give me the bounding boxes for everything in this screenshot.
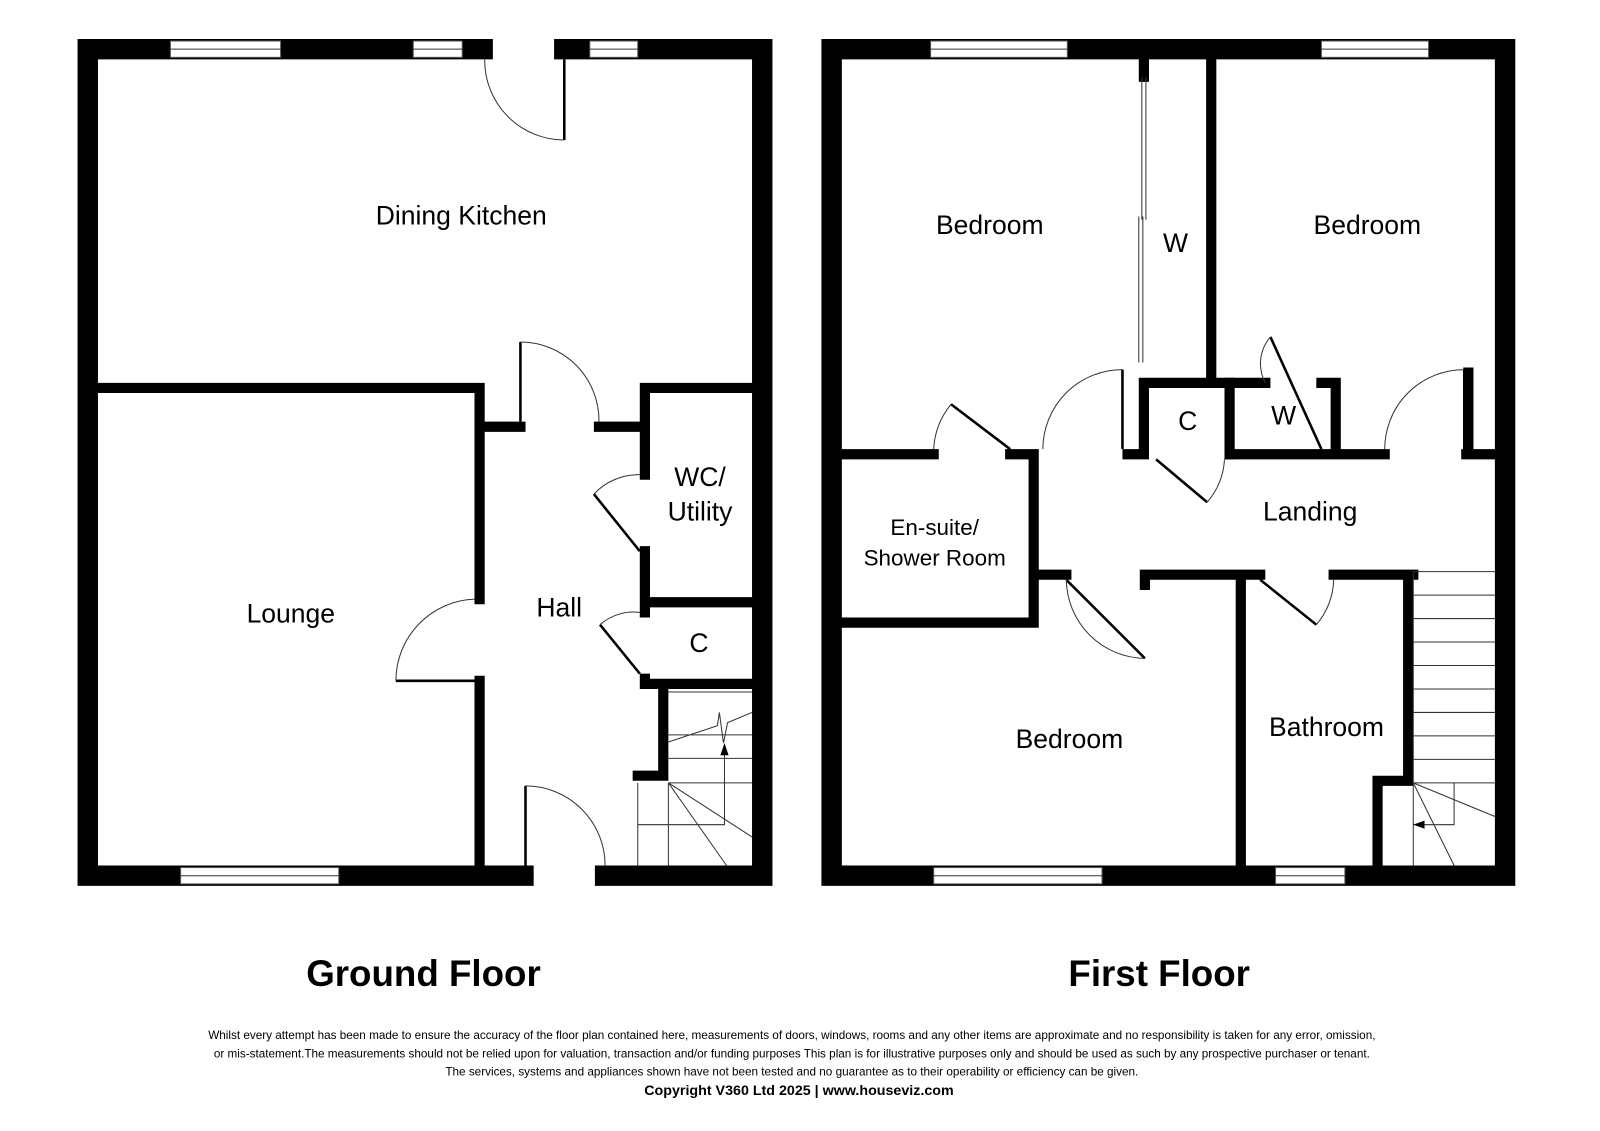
staircase [1412,571,1496,866]
room-label-wc-line2: Utility [668,497,734,527]
disclaimer-line-3: The services, systems and appliances sho… [445,1066,1138,1079]
room-label-cupboard: C [1178,406,1197,436]
footer: Whilst every attempt has been made to en… [208,1029,1375,1099]
room-label-bedroom-3: Bedroom [1016,724,1124,754]
room-label-hall: Hall [536,593,582,623]
disclaimer-line-1: Whilst every attempt has been made to en… [208,1029,1375,1042]
lounge-walls [92,382,485,871]
room-label-ensuite-line2: Shower Room [864,545,1006,570]
first-floor-plan: Bedroom Bedroom Bedroom W W C Landing En… [821,38,1516,994]
sliding-wardrobe-door [1138,76,1147,363]
room-label-bathroom: Bathroom [1269,712,1384,742]
room-label-wardrobe-1: W [1163,228,1188,258]
ground-floor-plan: Dining Kitchen Lounge Hall WC/ Utility C… [77,38,773,994]
room-label-ensuite-line1: En-suite/ [890,515,979,540]
staircase [637,691,753,866]
stair-direction-arrow-icon [1413,820,1425,829]
first-exterior-walls [821,38,1516,886]
copyright: Copyright V360 Ltd 2025 | www.houseviz.c… [644,1083,953,1099]
room-label-bedroom-1: Bedroom [936,210,1044,240]
wc-walls [639,382,758,689]
room-label-dining-kitchen: Dining Kitchen [376,201,547,231]
room-label-wc-line1: WC/ [674,462,726,492]
room-label-bedroom-2: Bedroom [1314,210,1422,240]
disclaimer-line-2: or mis-statement.The measurements should… [214,1047,1370,1060]
stair-direction-arrow-icon [720,743,729,756]
wardrobe-landing-walls [1224,367,1500,460]
cupboard-walls [1122,54,1235,460]
room-label-wardrobe-2: W [1271,401,1296,431]
room-label-landing: Landing [1263,497,1357,527]
ground-floor-title: Ground Floor [306,953,541,994]
first-floor-title: First Floor [1068,953,1250,994]
ensuite-walls [836,449,1039,628]
room-label-cupboard: C [689,628,708,658]
room-label-lounge: Lounge [247,599,335,629]
bedroom-bathroom-walls [1033,569,1419,871]
stair-wall [632,683,669,781]
